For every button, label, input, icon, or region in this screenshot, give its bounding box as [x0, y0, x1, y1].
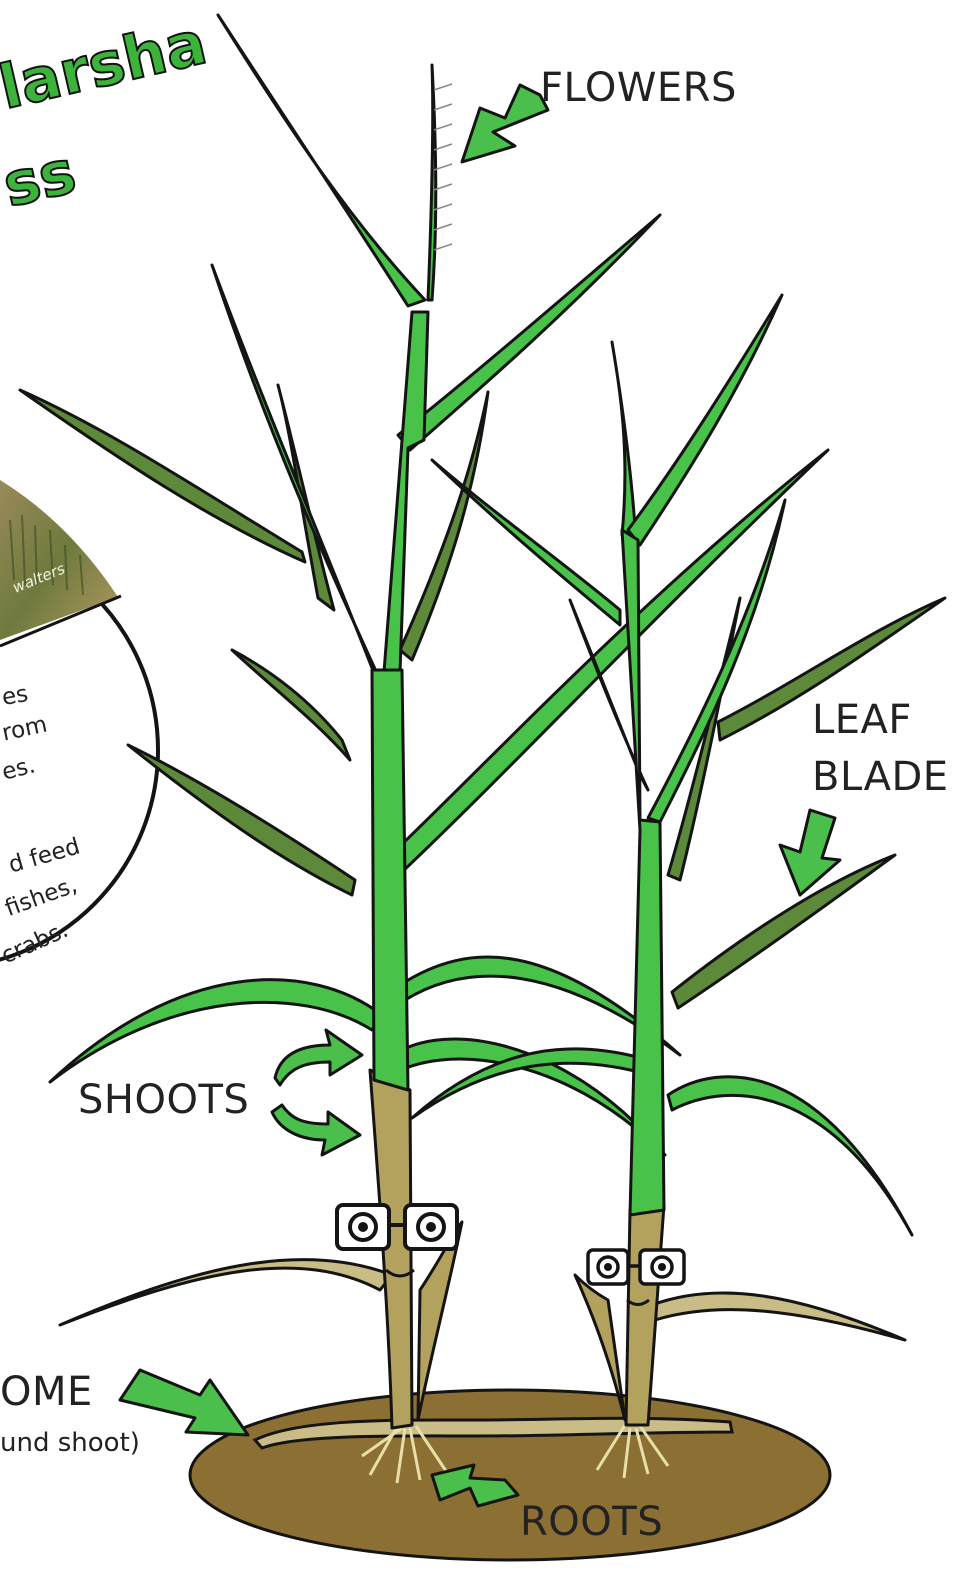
- label-flowers: FLOWERS: [540, 68, 737, 108]
- label-leaf: LEAF: [812, 700, 912, 740]
- leaf-blade-arrow-icon: [780, 810, 840, 895]
- label-roots: ROOTS: [520, 1502, 663, 1542]
- shoots-lower-arrow-icon: [272, 1105, 360, 1155]
- title-line-2: ss: [0, 142, 81, 217]
- soil-mound: [190, 1390, 830, 1560]
- label-rhizome: OME: [0, 1372, 93, 1412]
- callout-line-1: es: [0, 683, 30, 710]
- rhizome-arrow-icon: [120, 1370, 248, 1435]
- label-blade: BLADE: [812, 757, 949, 797]
- flowers-arrow-icon: [462, 85, 548, 162]
- shoots-upper-arrow-icon: [275, 1030, 362, 1085]
- flower-spike: [428, 65, 436, 300]
- label-rhizome-note: und shoot): [0, 1428, 140, 1458]
- label-shoots: SHOOTS: [78, 1080, 249, 1120]
